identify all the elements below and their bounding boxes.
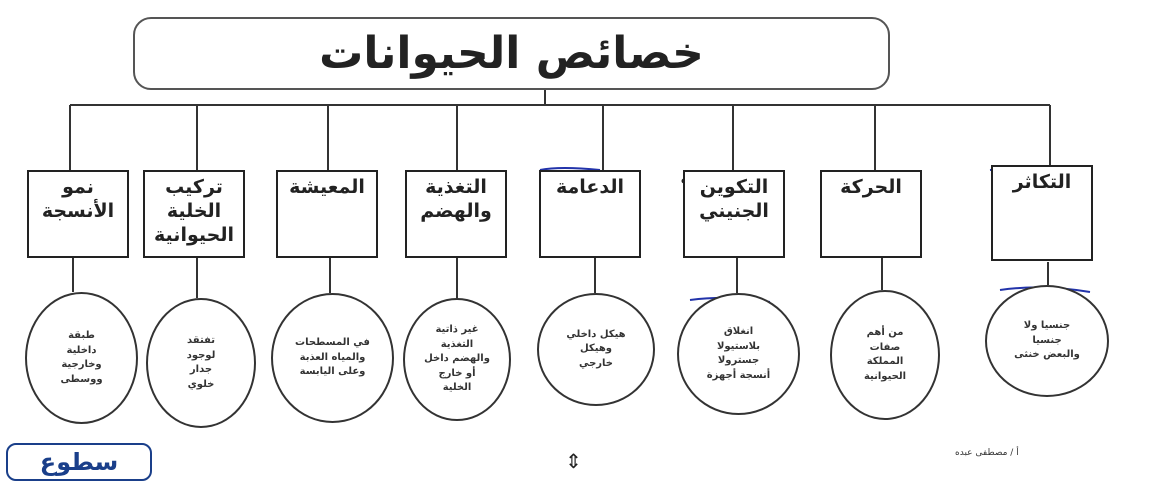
category-box-movement: الحركة xyxy=(820,170,922,258)
detail-circle-nutrition-digestion: غير ذاتية التغذية والهضم داخل أو خارج ال… xyxy=(403,298,511,421)
diagram-title: خصائص الحيوانات xyxy=(133,17,890,90)
detail-circle-embryonic-development: انغلاق بلاستيولا جسترولا أنسجة أجهزة xyxy=(677,293,800,415)
author-credit: أ / مصطفى عبده xyxy=(955,448,1019,458)
detail-circle-tissue-growth: طبقة داخلية وخارجية ووسطى xyxy=(25,292,138,424)
category-box-support: الدعامة xyxy=(539,170,641,258)
category-box-reproduction: التكاثر xyxy=(991,165,1093,261)
detail-circle-habitat: في المسطحات والمياه العذبة وعلى اليابسة xyxy=(271,293,394,423)
detail-circle-movement: من أهم صفات المملكة الحيوانية xyxy=(830,290,940,420)
category-box-habitat: المعيشة xyxy=(276,170,378,258)
category-box-embryonic-development: التكوين الجنيني xyxy=(683,170,785,258)
category-box-nutrition-digestion: التغذية والهضم xyxy=(405,170,507,258)
site-logo: سطوع xyxy=(6,443,152,481)
category-box-tissue-growth: نمو الأنسجة xyxy=(27,170,129,258)
detail-circle-animal-cell-structure: تفتقد لوجود جدار خلوي xyxy=(146,298,256,428)
detail-circle-reproduction: جنسيا ولا جنسيا والبعض خنثى xyxy=(985,285,1109,397)
detail-circle-support: هيكل داخلي وهيكل خارجي xyxy=(537,293,655,406)
updown-arrow-icon: ⇕ xyxy=(565,449,582,473)
category-box-animal-cell-structure: تركيب الخلية الحيوانية xyxy=(143,170,245,258)
